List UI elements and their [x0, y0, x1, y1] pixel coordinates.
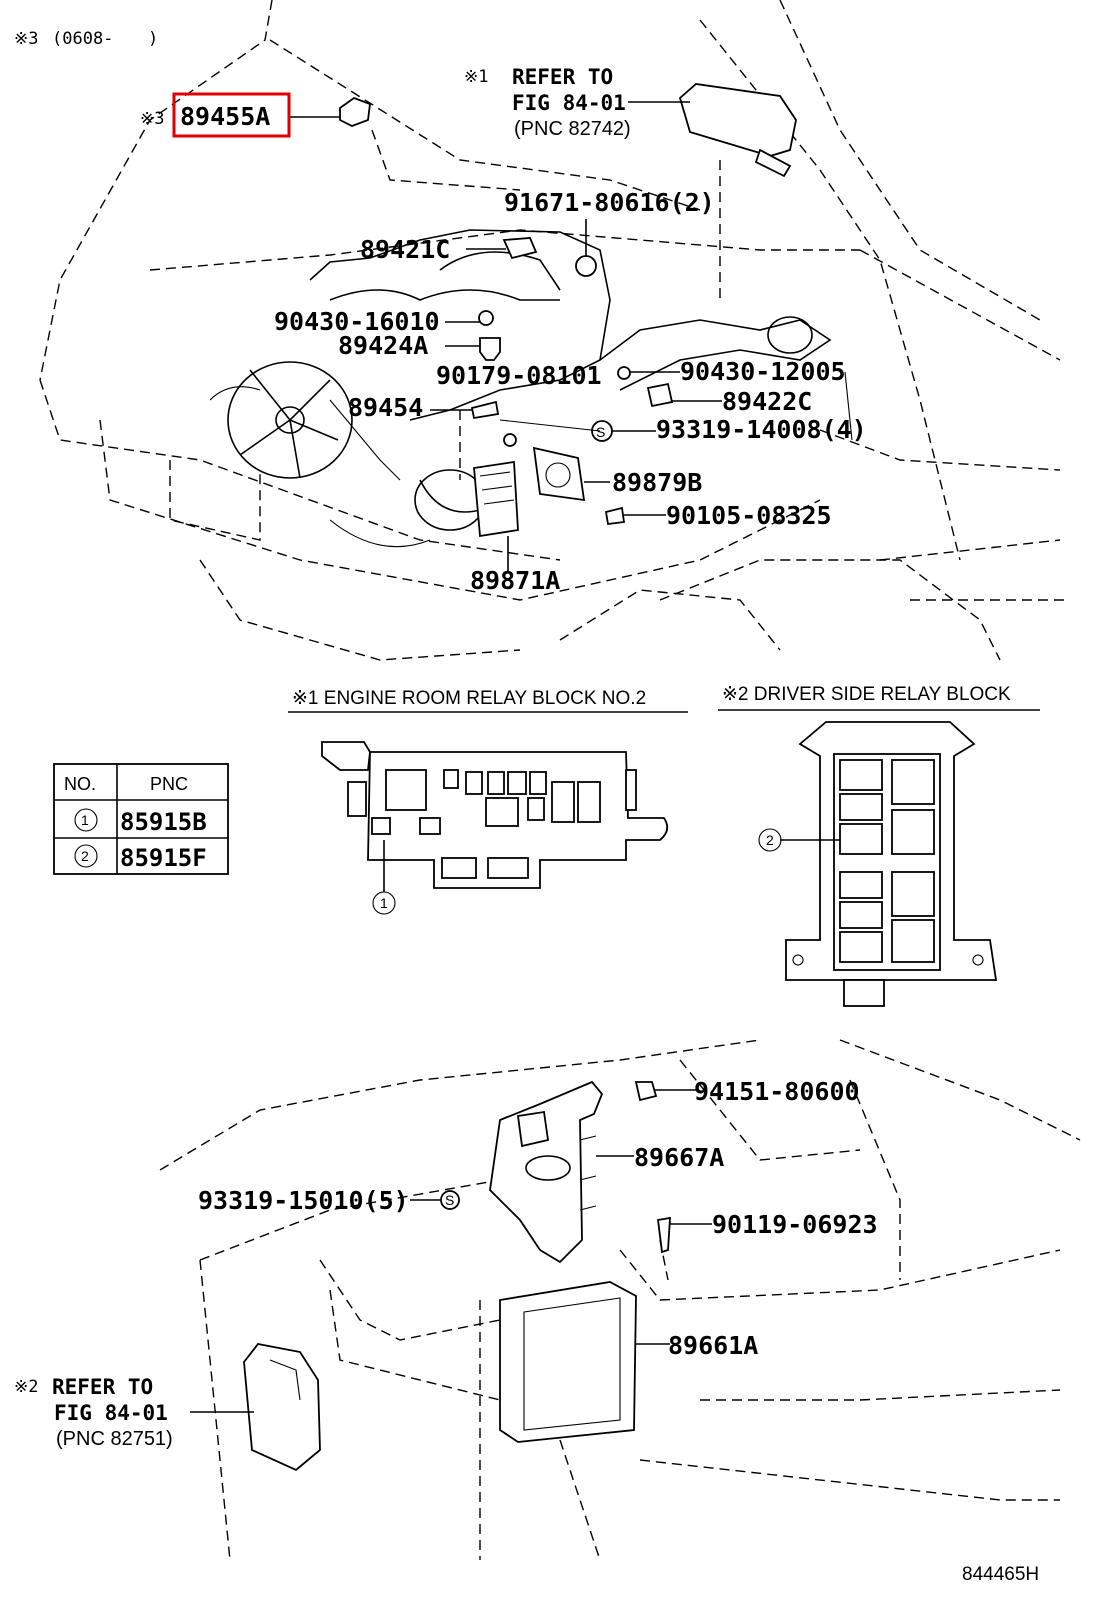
- callout-89661a[interactable]: 89661A: [668, 1331, 758, 1360]
- driver-relay-box: [243, 1343, 321, 1472]
- engine-relay-box: [678, 83, 797, 178]
- relay-block-2-title: ※2 DRIVER SIDE RELAY BLOCK: [722, 684, 1011, 705]
- callout-90430-12005[interactable]: 90430-12005: [680, 357, 846, 386]
- engine-relay-block-no2: ※1 ENGINE ROOM RELAY BLOCK NO.2 1: [288, 688, 688, 915]
- table-row-1-no: 1: [81, 812, 89, 828]
- callout-93319-15010[interactable]: 93319-15010(5): [198, 1186, 409, 1215]
- table-row-1-pnc[interactable]: 85915B: [120, 808, 207, 836]
- s-mark-icon: S: [596, 424, 605, 440]
- refer1-line2: FIG 84-01: [512, 91, 626, 115]
- refer2-line3: (PNC 82751): [56, 1428, 173, 1450]
- callout-89422c[interactable]: 89422C: [722, 387, 812, 416]
- callout-89871a[interactable]: 89871A: [470, 566, 560, 595]
- callout-89879b[interactable]: 89879B: [612, 468, 702, 497]
- figure-id: 844465H: [962, 1564, 1039, 1585]
- table-header-pnc: PNC: [150, 774, 188, 794]
- engine-leaders: [290, 101, 853, 572]
- callout-89454[interactable]: 89454: [348, 393, 423, 422]
- refer2-line2: FIG 84-01: [54, 1401, 168, 1425]
- callout-90119-06923[interactable]: 90119-06923: [712, 1210, 878, 1239]
- refer1-line1: REFER TO: [512, 65, 613, 89]
- range-note-text: (0608-: [52, 29, 113, 49]
- callout-91671-80616[interactable]: 91671-80616(2): [504, 188, 715, 217]
- relay-block-1-marker: 1: [380, 895, 388, 911]
- callout-90179-08101[interactable]: 90179-08101: [436, 361, 602, 390]
- callout-89421c[interactable]: 89421C: [360, 235, 450, 264]
- table-header-no: NO.: [64, 774, 96, 794]
- s-mark-icon-2: S: [445, 1192, 454, 1208]
- table-row-2-no: 2: [81, 848, 89, 864]
- refer1-line3: (PNC 82742): [514, 118, 631, 140]
- range-note: ※3 (0608- ): [14, 29, 158, 49]
- relay-block-2-marker: 2: [766, 832, 774, 848]
- engine-room-drawing: S: [39, 0, 1070, 661]
- callout-89667a[interactable]: 89667A: [634, 1143, 724, 1172]
- callout-93319-14008[interactable]: 93319-14008(4): [656, 415, 867, 444]
- callout-89455a-prefix: ※3: [140, 109, 164, 129]
- refer1-mark: ※1: [464, 67, 488, 87]
- refer2-line1: REFER TO: [52, 1375, 153, 1399]
- range-note-close: ): [148, 29, 158, 49]
- ecu-89661a: [499, 1281, 637, 1443]
- interior-callouts: 94151-80600 89667A 93319-15010(5) 90119-…: [14, 1077, 878, 1450]
- bracket-89667a: [489, 1080, 604, 1264]
- refer2-mark: ※2: [14, 1377, 38, 1397]
- driver-side-relay-block: ※2 DRIVER SIDE RELAY BLOCK 2: [718, 684, 1040, 1007]
- callout-90105-08325[interactable]: 90105-08325: [666, 501, 832, 530]
- table-row-2-pnc[interactable]: 85915F: [120, 844, 207, 872]
- pnc-table: NO. PNC 1 85915B 2 85915F: [53, 763, 229, 875]
- range-note-mark: ※3: [14, 29, 38, 49]
- interior-drawing: S: [159, 1039, 1081, 1561]
- highlight-box: [172, 92, 291, 138]
- callout-89455a[interactable]: 89455A: [180, 102, 270, 131]
- relay-block-1-title: ※1 ENGINE ROOM RELAY BLOCK NO.2: [292, 688, 646, 709]
- engine-callouts: ※3 89455A ※1 REFER TO FIG 84-01 (PNC 827…: [140, 65, 867, 595]
- callout-89424a[interactable]: 89424A: [338, 331, 428, 360]
- callout-90430-16010[interactable]: 90430-16010: [274, 307, 440, 336]
- callout-94151-80600[interactable]: 94151-80600: [694, 1077, 860, 1106]
- interior-leaders: [190, 1089, 712, 1413]
